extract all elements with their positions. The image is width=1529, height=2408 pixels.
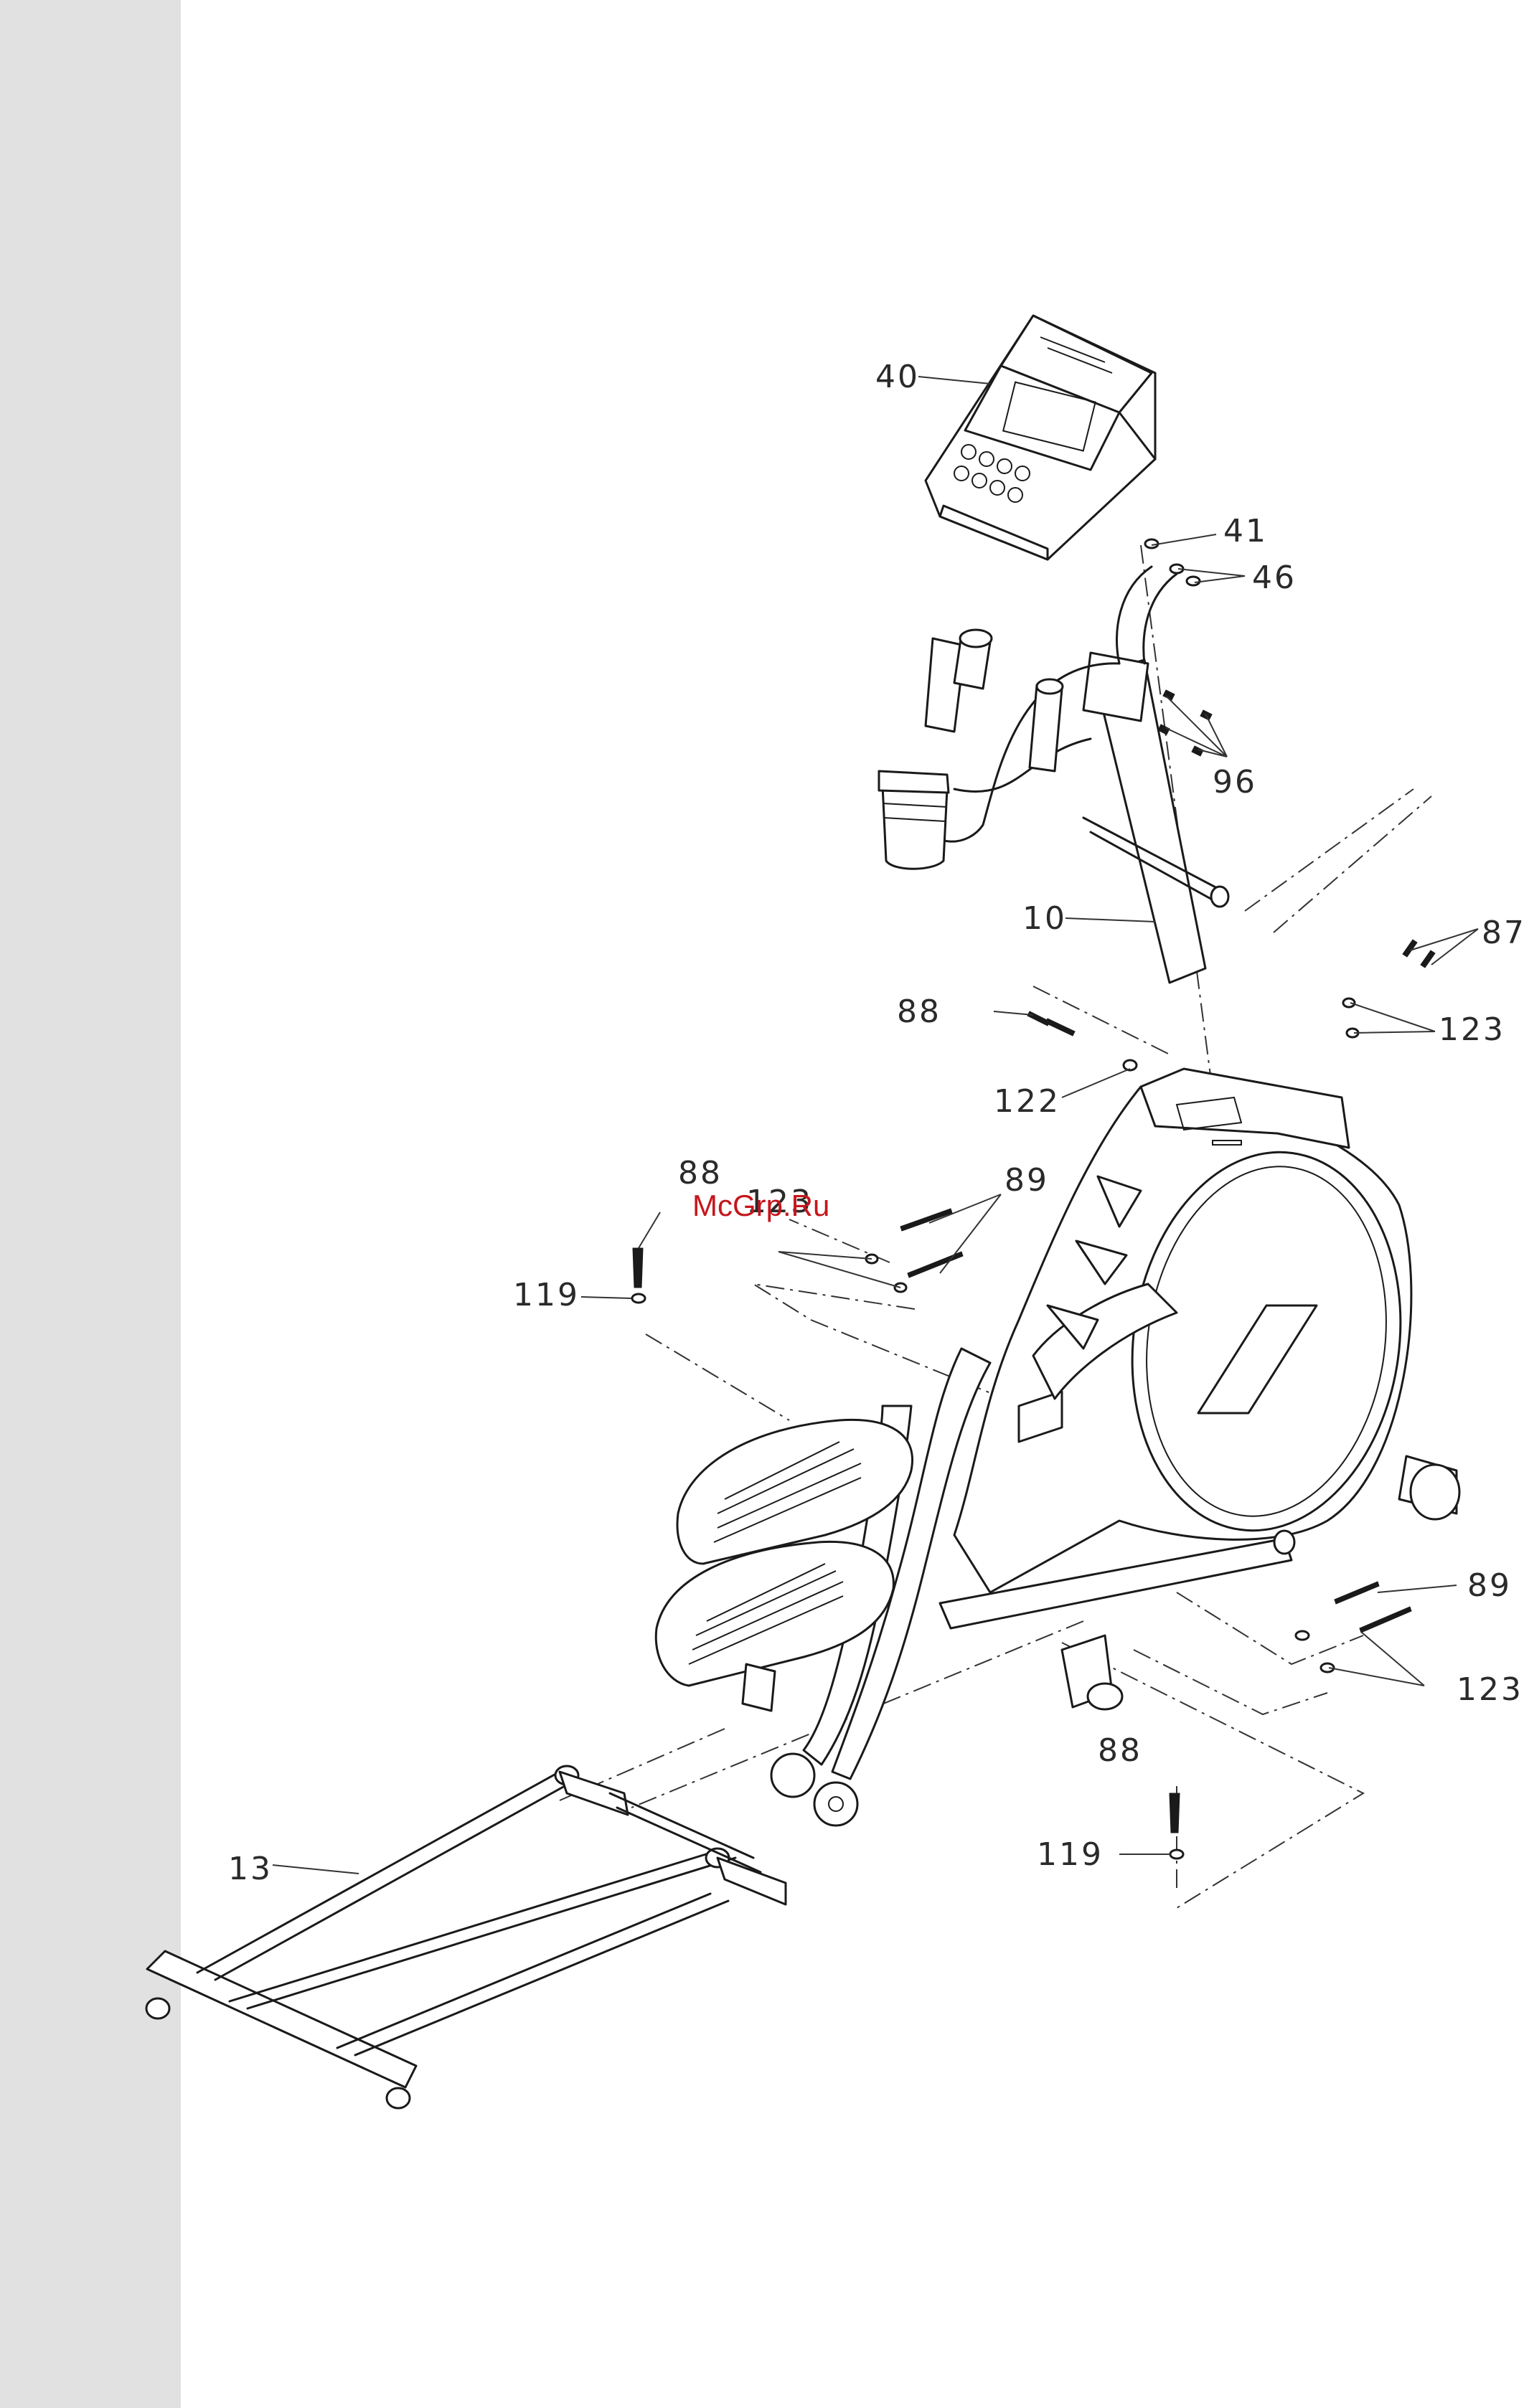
callout-122: 122 [994,1083,1060,1120]
callout-88-left: 88 [678,1155,723,1191]
callout-89-right: 89 [1467,1567,1512,1604]
callout-123-top: 123 [1439,1011,1505,1048]
callout-88-top: 88 [897,993,941,1030]
callout-89-top: 89 [1005,1162,1049,1199]
callout-87: 87 [1482,915,1526,951]
rail-frame-part-13 [146,1766,786,2108]
main-frame-housing [954,1069,1459,1592]
callout-88-bottom: 88 [1098,1732,1142,1769]
console-part-40 [926,316,1155,559]
callout-41: 41 [1223,513,1268,549]
callout-13: 13 [228,1851,273,1887]
callout-96: 96 [1213,764,1257,801]
callout-10: 10 [1022,900,1067,937]
callout-123-right: 123 [1457,1671,1523,1708]
callout-46: 46 [1252,559,1297,596]
callout-40: 40 [875,359,920,395]
watermark-mcgrp: McGrp.Ru [692,1189,829,1222]
callout-119-bottom: 119 [1037,1836,1104,1873]
callout-119-left: 119 [513,1277,580,1313]
